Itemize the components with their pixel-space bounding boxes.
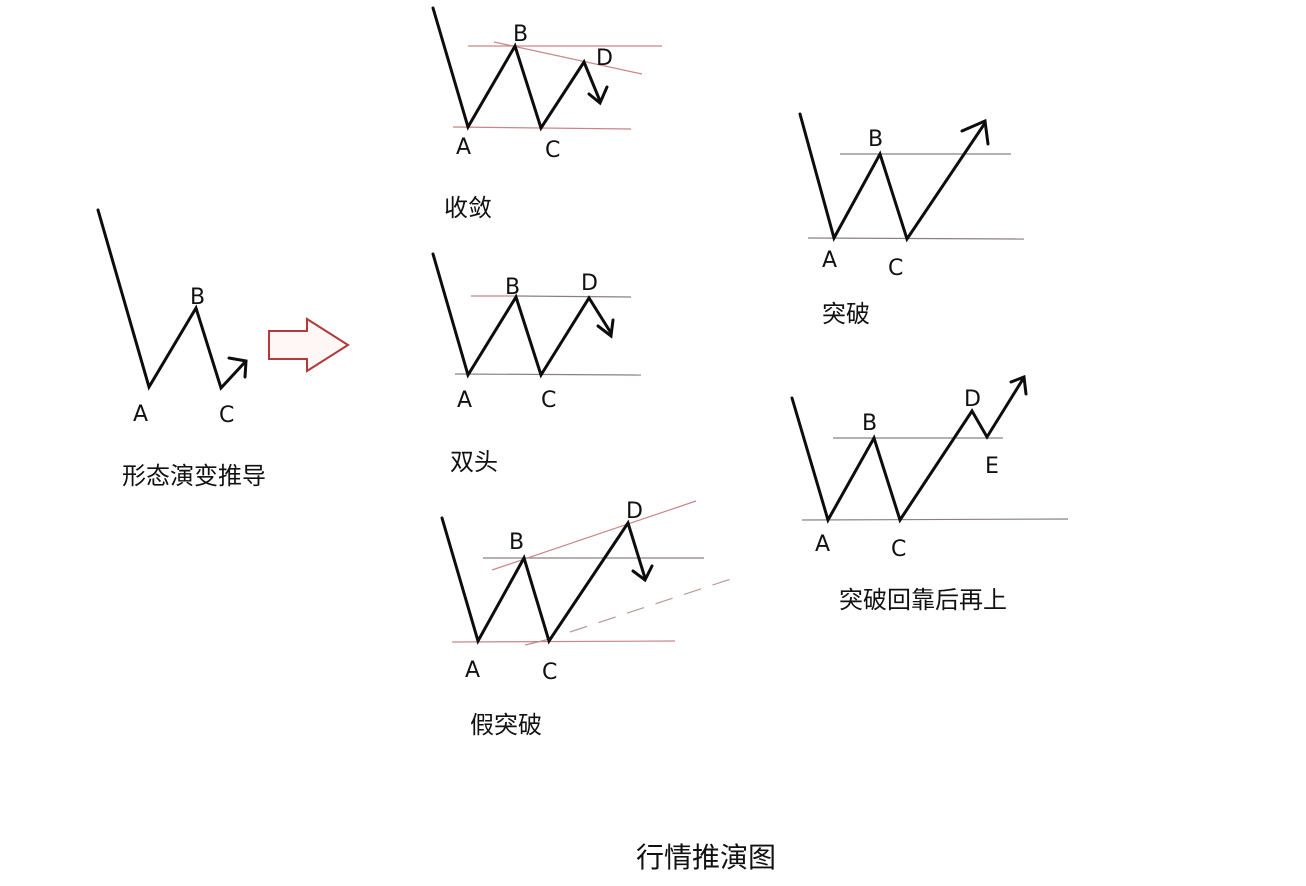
- support-line: [454, 373, 642, 376]
- label-b: B: [868, 127, 883, 152]
- panel-double-top: A B C D 双头: [431, 252, 642, 476]
- label-b: B: [505, 275, 520, 300]
- descending-trendline: [493, 41, 643, 75]
- down-arrow-icon: [587, 85, 609, 106]
- label-c: C: [891, 537, 906, 562]
- label-a: A: [822, 248, 837, 273]
- label-b: B: [862, 411, 877, 436]
- origin-price-path: [96, 208, 248, 391]
- up-arrow-icon: [1009, 374, 1028, 396]
- down-arrow-icon: [596, 318, 615, 339]
- rising-trendline: [491, 500, 697, 571]
- panel-caption: 假突破: [470, 711, 542, 739]
- label-d: D: [626, 499, 643, 524]
- label-c: C: [541, 388, 556, 413]
- false-breakout-price-path: [440, 516, 647, 645]
- support-line: [807, 237, 1025, 240]
- dashed-trendline: [569, 578, 732, 633]
- label-a: A: [457, 388, 472, 413]
- panel-convergence: A B C D 收敛: [431, 6, 662, 222]
- up-arrow-icon: [960, 118, 990, 146]
- label-b: B: [509, 530, 524, 555]
- panel-false-breakout: A B C D 假突破: [440, 499, 732, 739]
- panel-caption: 收敛: [444, 194, 492, 222]
- label-b: B: [513, 22, 528, 47]
- label-c: C: [542, 660, 557, 685]
- label-c: C: [545, 138, 560, 163]
- label-a: A: [133, 402, 148, 427]
- right-arrow-icon: [268, 317, 350, 373]
- up-arrow-icon: [227, 356, 248, 379]
- double-top-price-path: [431, 252, 613, 379]
- breakout-retest-price-path: [790, 377, 1025, 524]
- resistance-line: [514, 295, 632, 298]
- panel-breakout-retest: A B C D E 突破回靠后再上: [790, 374, 1069, 614]
- origin-caption: 形态演变推导: [122, 462, 266, 490]
- panel-caption: 突破: [822, 300, 870, 328]
- label-b: B: [190, 285, 205, 310]
- label-a: A: [465, 658, 480, 683]
- breakout-price-path: [798, 112, 987, 243]
- label-c: C: [888, 256, 903, 281]
- label-a: A: [456, 135, 471, 160]
- support-trendline-start: [524, 638, 551, 646]
- origin-pattern: A B C 形态演变推导: [96, 208, 266, 490]
- label-d: D: [596, 46, 613, 71]
- down-arrow-icon: [631, 564, 654, 583]
- figure-title: 行情推演图: [636, 841, 776, 874]
- convergence-price-path: [431, 6, 602, 132]
- support-line: [801, 518, 1069, 521]
- panel-breakout: A B C 突破: [798, 112, 1025, 328]
- support-line: [451, 640, 676, 643]
- panel-caption: 突破回靠后再上: [839, 586, 1007, 614]
- label-d: D: [581, 271, 598, 296]
- label-d: D: [964, 387, 981, 412]
- label-e: E: [985, 454, 999, 479]
- panel-caption: 双头: [450, 448, 498, 476]
- label-c: C: [219, 403, 234, 428]
- label-a: A: [815, 532, 830, 557]
